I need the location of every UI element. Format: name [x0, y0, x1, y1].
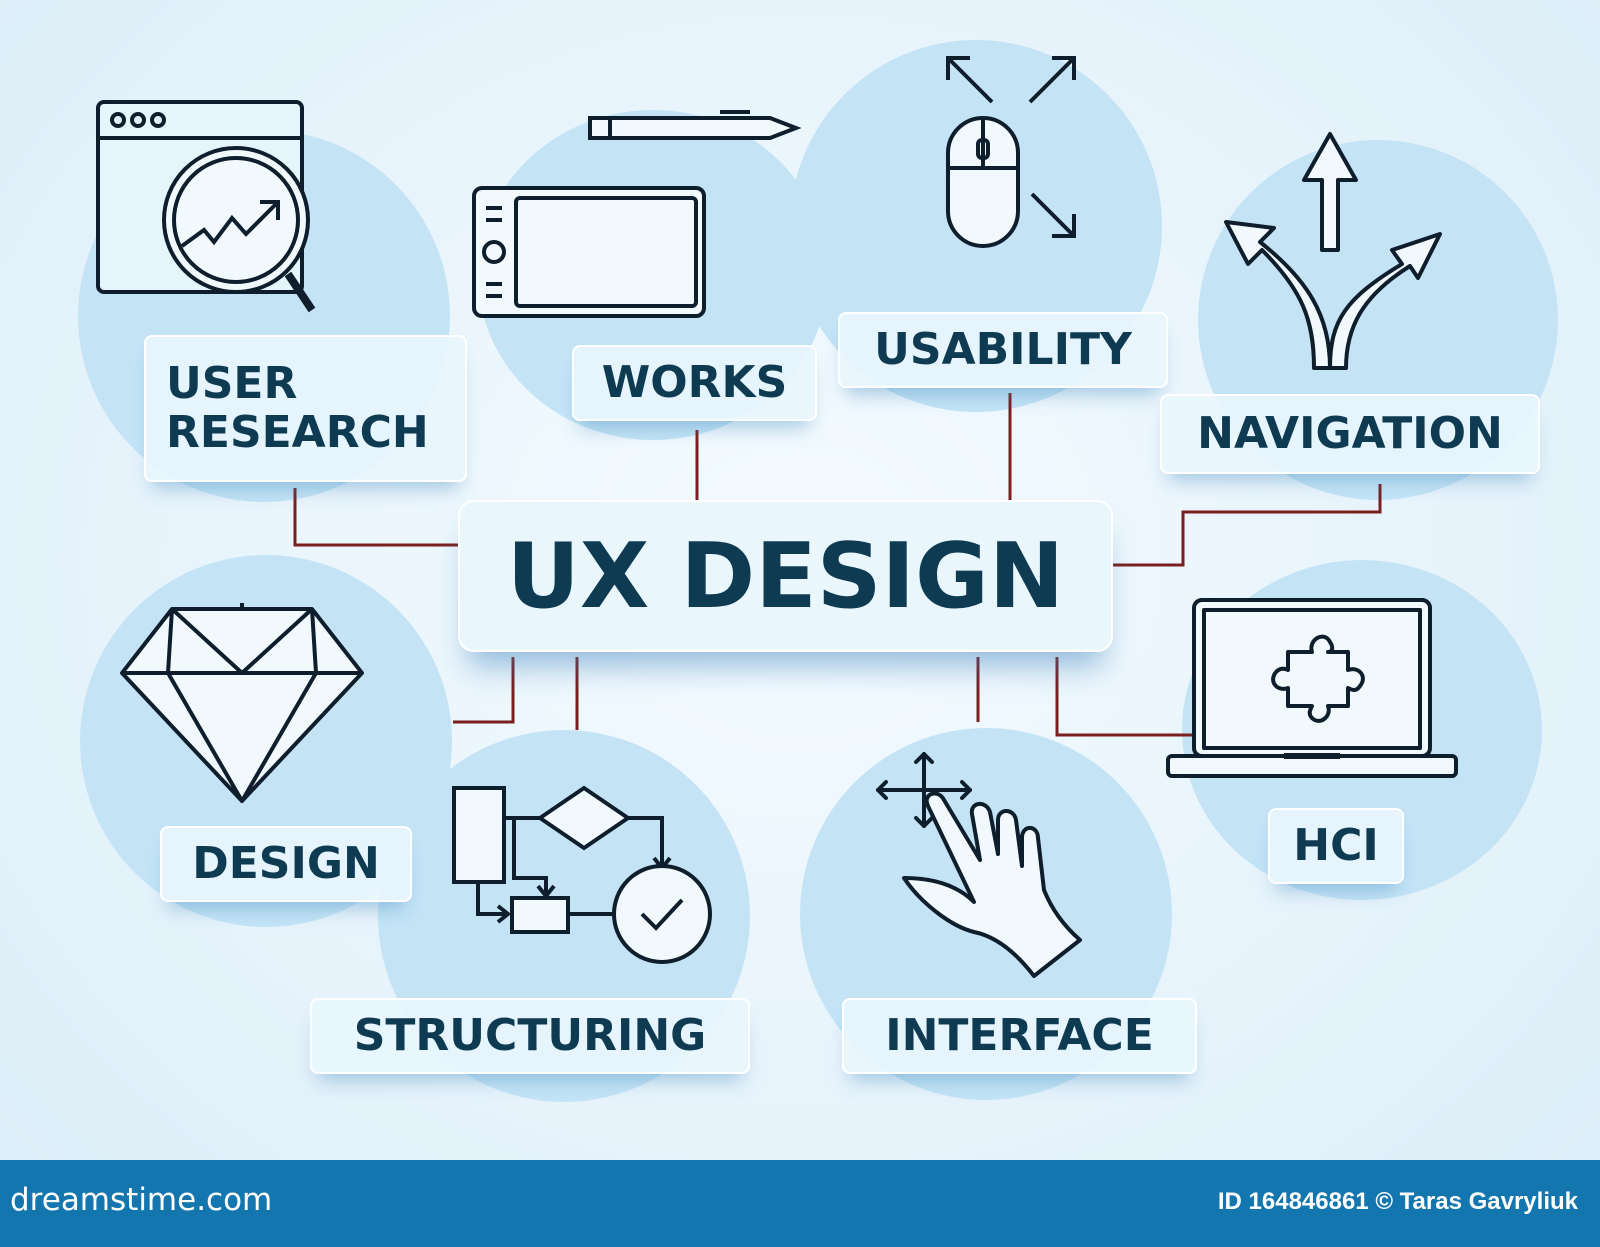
node-works: WORKS	[572, 345, 817, 421]
node-user-research: USER RESEARCH	[144, 335, 467, 482]
connector-hci	[1055, 657, 1193, 737]
mouse-expand-arrows-icon	[946, 56, 1076, 248]
laptop-puzzle-icon	[1166, 598, 1458, 778]
browser-magnifier-chart-icon	[96, 100, 316, 313]
node-hci: HCI	[1268, 808, 1404, 884]
three-way-arrows-icon	[1224, 132, 1442, 370]
connector-navigation	[1113, 484, 1382, 567]
footer-bar: dreamstime.com ID 164846861 © Taras Gavr…	[0, 1160, 1600, 1247]
node-usability: USABILITY	[838, 312, 1168, 388]
connector-design	[453, 657, 515, 724]
diagram-canvas: USER RESEARCH WORKS USABILITY NAVIGATION…	[78, 40, 1558, 1102]
footer-brand[interactable]: dreamstime.com	[10, 1182, 273, 1218]
connector-user-research	[293, 488, 458, 547]
node-ux-design-center: UX DESIGN	[458, 500, 1113, 652]
hand-touch-gesture-icon	[876, 752, 1082, 978]
node-navigation: NAVIGATION	[1160, 394, 1540, 474]
node-design: DESIGN	[160, 826, 412, 902]
connector-lines	[293, 393, 1382, 737]
graphics-tablet-pen-icon	[472, 110, 802, 318]
footer-credit: ID 164846861 © Taras Gavryliuk	[1217, 1188, 1578, 1215]
node-structuring: STRUCTURING	[310, 998, 750, 1074]
node-interface: INTERFACE	[842, 998, 1197, 1074]
flowchart-icon	[452, 785, 712, 964]
diamond-icon	[120, 603, 364, 803]
